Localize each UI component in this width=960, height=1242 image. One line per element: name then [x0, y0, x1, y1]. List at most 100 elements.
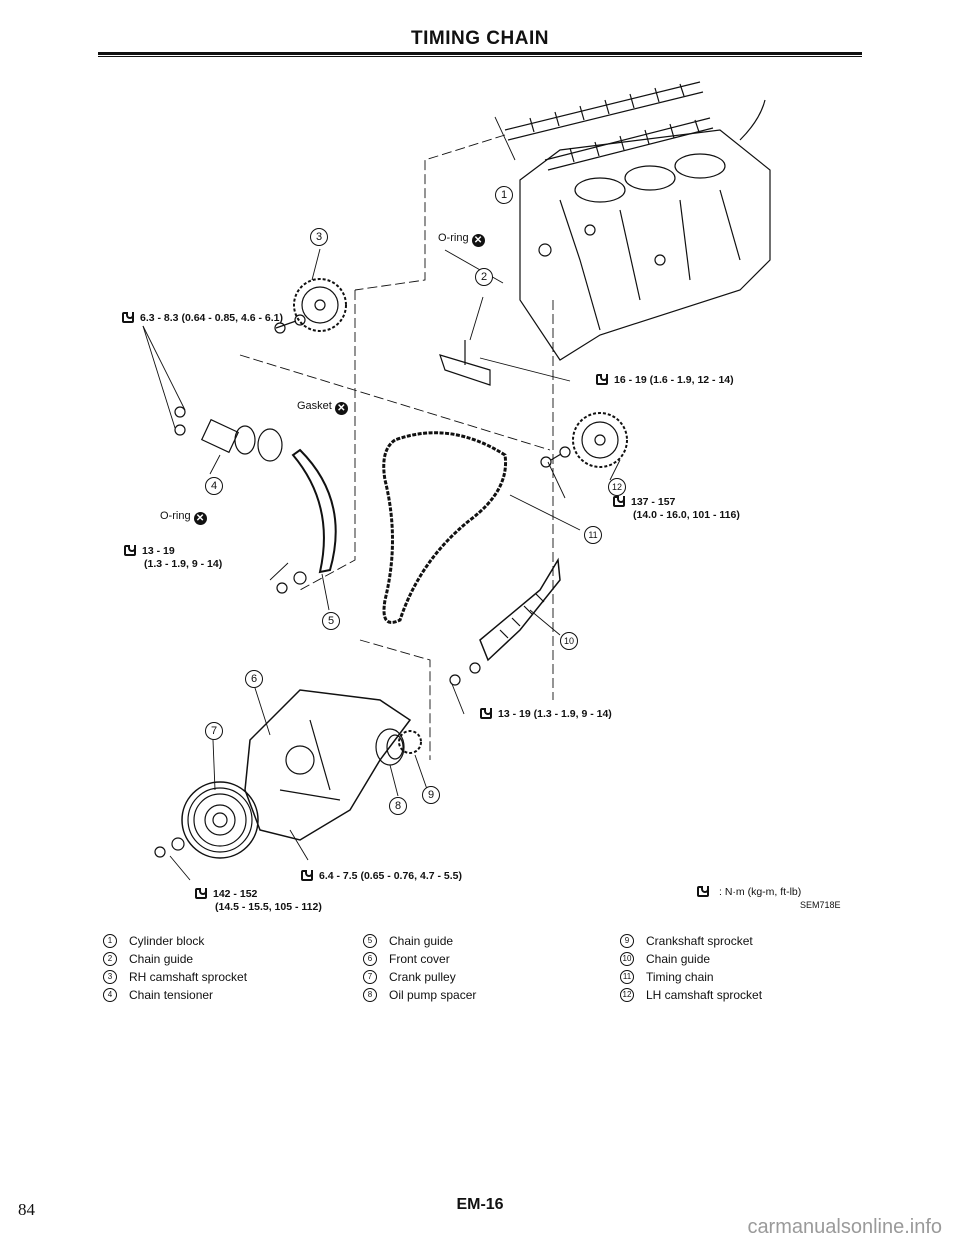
- legend-number: 6: [363, 952, 377, 966]
- torque-value-secondary: (1.3 - 1.9, 9 - 14): [144, 558, 223, 570]
- legend-item: 5 Chain guide: [363, 932, 476, 950]
- legend-label: Chain guide: [389, 934, 454, 948]
- legend-label: Cylinder block: [129, 934, 205, 948]
- legend-item: 10 Chain guide: [620, 950, 762, 968]
- part-number-1: 1: [495, 186, 513, 204]
- torque-wrench-icon: [124, 545, 136, 556]
- legend-label: LH camshaft sprocket: [646, 988, 763, 1002]
- part-number-6: 6: [245, 670, 263, 688]
- torque-value: 6.4 - 7.5 (0.65 - 0.76, 4.7 - 5.5): [319, 870, 462, 882]
- rh-camshaft-sprocket: [274, 278, 347, 334]
- torque-value: 13 - 19 (1.3 - 1.9, 9 - 14): [498, 708, 612, 720]
- legend-item: 9 Crankshaft sprocket: [620, 932, 762, 950]
- part-number-9: 9: [422, 786, 440, 804]
- torque-value: 13 - 19: [142, 545, 175, 557]
- torque-spec-tensioner-guide: 13 - 19 (1.3 - 1.9, 9 - 14): [124, 545, 222, 571]
- part-number-11: 11: [584, 526, 602, 544]
- torque-value: 137 - 157: [631, 496, 676, 508]
- part-number-4: 4: [205, 477, 223, 495]
- legend-item: 8 Oil pump spacer: [363, 986, 476, 1004]
- torque-value: 142 - 152: [213, 888, 258, 900]
- replace-part-icon: ✕: [471, 234, 485, 247]
- chain-guide-side: [449, 557, 561, 686]
- legend-number: 7: [363, 970, 377, 984]
- section-page-reference: EM-16: [456, 1196, 504, 1213]
- part-number-7: 7: [205, 722, 223, 740]
- legend-number: 3: [103, 970, 117, 984]
- torque-spec-chain-guide-lower: 13 - 19 (1.3 - 1.9, 9 - 14): [480, 708, 612, 721]
- legend-item: 1 Cylinder block: [103, 932, 247, 950]
- legend-number: 1: [103, 934, 117, 948]
- legend-label: Chain guide: [129, 952, 194, 966]
- legend-item: 12 LH camshaft sprocket: [620, 986, 762, 1004]
- front-cover: [244, 689, 412, 841]
- torque-value: 16 - 19 (1.6 - 1.9, 12 - 14): [614, 374, 734, 386]
- legend-item: 7 Crank pulley: [363, 968, 476, 986]
- legend-label: Chain guide: [646, 952, 711, 966]
- legend-number: 12: [620, 988, 634, 1002]
- torque-value-secondary: (14.0 - 16.0, 101 - 116): [633, 509, 740, 521]
- legend-column-1: 1 Cylinder block 2 Chain guide 3 RH camshaf…: [103, 932, 247, 1004]
- torque-spec-crank-pulley: 142 - 152 (14.5 - 15.5, 105 - 112): [195, 888, 322, 914]
- timing-chain-exploded-diagram: [142, 81, 771, 881]
- chain-guide-top: [439, 340, 491, 386]
- torque-spec-rh-sprocket: 6.3 - 8.3 (0.64 - 0.85, 4.6 - 6.1): [122, 312, 283, 325]
- title-rule-thin: [98, 56, 862, 57]
- torque-wrench-icon: [596, 374, 608, 385]
- chain-tensioner: [174, 406, 283, 462]
- tensioner-chain-guide: [276, 448, 337, 594]
- oring-label: O-ring: [438, 232, 469, 244]
- units-text: : N·m (kg-m, ft-lb): [719, 886, 802, 898]
- oring-label: O-ring: [160, 510, 191, 522]
- page-number: 84: [18, 1200, 35, 1219]
- oring-callout-left: O-ring✕: [160, 510, 207, 525]
- legend-label: RH camshaft sprocket: [129, 970, 248, 984]
- part-number-3: 3: [310, 228, 328, 246]
- title-rule: [98, 52, 862, 55]
- legend-number: 9: [620, 934, 634, 948]
- watermark: carmanualsonline.info: [747, 1216, 942, 1238]
- part-number-12: 12: [608, 478, 626, 496]
- gasket-callout: Gasket✕: [297, 400, 348, 415]
- timing-chain: [382, 431, 508, 624]
- legend-label: Crank pulley: [389, 970, 456, 984]
- crank-pulley: [154, 781, 259, 859]
- part-number-8: 8: [389, 797, 407, 815]
- torque-wrench-icon: [122, 312, 134, 323]
- torque-spec-front-cover: 6.4 - 7.5 (0.65 - 0.76, 4.7 - 5.5): [301, 870, 462, 883]
- torque-spec-lh-sprocket: 137 - 157 (14.0 - 16.0, 101 - 116): [613, 496, 740, 522]
- legend-number: 4: [103, 988, 117, 1002]
- cylinder-block: [519, 99, 771, 361]
- camshaft-lower: [544, 117, 714, 171]
- torque-wrench-icon: [301, 870, 313, 881]
- legend-label: Chain tensioner: [129, 988, 214, 1002]
- legend-item: 4 Chain tensioner: [103, 986, 247, 1004]
- part-number-2: 2: [475, 268, 493, 286]
- replace-part-icon: ✕: [193, 512, 207, 525]
- legend-number: 10: [620, 952, 634, 966]
- torque-wrench-icon: [480, 708, 492, 719]
- legend-label: Oil pump spacer: [389, 988, 477, 1002]
- legend-item: 3 RH camshaft sprocket: [103, 968, 247, 986]
- gasket-label: Gasket: [297, 400, 332, 412]
- torque-wrench-icon: [697, 886, 709, 897]
- torque-value: 6.3 - 8.3 (0.64 - 0.85, 4.6 - 6.1): [140, 312, 283, 324]
- legend-label: Crankshaft sprocket: [646, 934, 753, 948]
- torque-spec-chain-guide-top: 16 - 19 (1.6 - 1.9, 12 - 14): [596, 374, 734, 387]
- torque-wrench-icon: [195, 888, 207, 899]
- replace-part-icon: ✕: [334, 402, 348, 415]
- crankshaft-sprocket: [398, 730, 422, 754]
- legend-number: 5: [363, 934, 377, 948]
- figure-code: SEM718E: [800, 900, 841, 910]
- legend-number: 8: [363, 988, 377, 1002]
- legend-item: 2 Chain guide: [103, 950, 247, 968]
- page-title: TIMING CHAIN: [411, 28, 549, 49]
- legend-number: 2: [103, 952, 117, 966]
- legend-label: Timing chain: [646, 970, 714, 984]
- torque-units-note: : N·m (kg-m, ft-lb): [697, 886, 801, 898]
- lh-camshaft-sprocket: [540, 412, 628, 468]
